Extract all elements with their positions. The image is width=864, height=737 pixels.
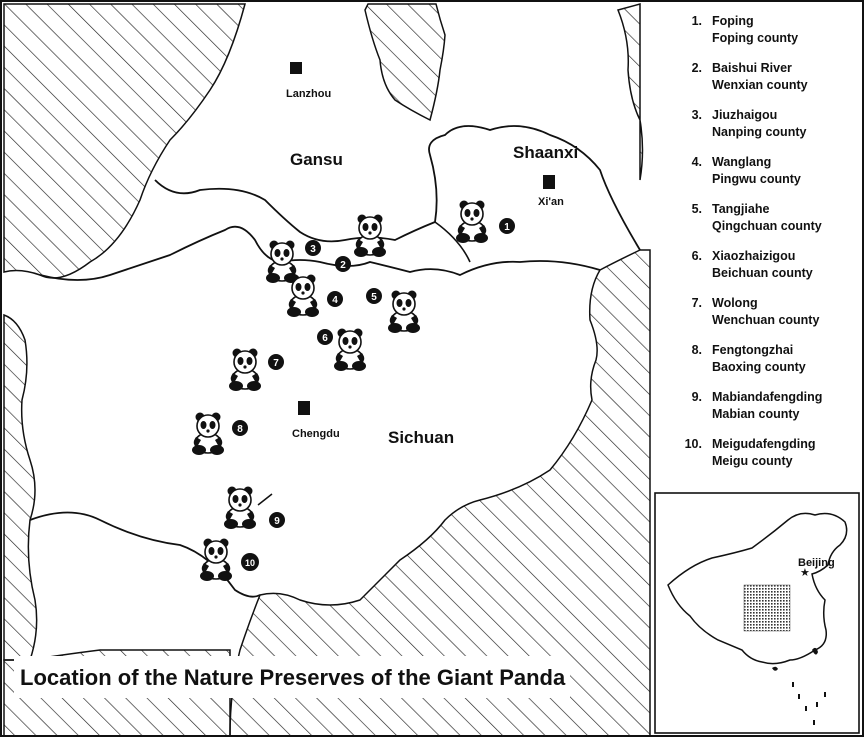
svg-text:4: 4 [332,295,338,306]
legend-reserve-name: Wolong [712,296,758,310]
map-title: Location of the Nature Preserves of the … [20,665,566,690]
legend-reserve-name: Xiaozhaizigou [712,249,796,263]
legend-number: 1. [691,14,702,28]
legend-county-name: Pingwu county [712,172,801,186]
legend-reserve-name: Wanglang [712,155,772,169]
reserve-marker-6: 6 [317,327,367,372]
reserve-marker-5: 5 [366,288,421,334]
legend-reserve-name: Tangjiahe [712,202,770,216]
legend-reserve-name: Mabiandafengding [712,390,823,404]
legend-county-name: Meigu county [712,454,793,468]
legend-county-name: Wenxian county [712,78,808,92]
svg-text:10: 10 [245,558,255,568]
legend-reserve-name: Jiuzhaigou [712,108,778,122]
hatched-region-east [229,249,651,737]
inset-taiwan-island [812,647,818,655]
reserve-marker-1: 1 [455,199,515,244]
legend-number: 3. [691,108,702,122]
city-label-lanzhou: Lanzhou [286,88,331,100]
inset-study-area [743,584,791,632]
legend-county-name: Nanping county [712,125,807,139]
city-marker-lanzhou [290,62,302,74]
svg-text:5: 5 [371,292,377,303]
border-gansu [154,125,641,251]
svg-text:3: 3 [310,244,316,255]
inset-city-label-beijing: Beijing [798,557,835,569]
svg-text:8: 8 [237,424,243,435]
legend-number: 7. [691,296,702,310]
legend-number: 8. [691,343,702,357]
reserve-marker-8: 8 [191,411,248,456]
legend-county-name: Wenchuan county [712,313,820,327]
province-label-shaanxi: Shaanxi [513,143,578,162]
border-sichuan-north [39,225,601,281]
legend-county-name: Mabian county [712,407,800,421]
reserve-marker-9: 9 [223,485,285,530]
border-sichuan-south [29,511,261,598]
inset-south-sea-islands [792,682,826,725]
legend-reserve-name: Baishui River [712,61,792,75]
city-marker-chengdu [298,401,310,415]
reserve-marker-2: 2 [335,213,387,272]
hatched-region-northeast [616,3,644,181]
inset-hainan-island [772,666,778,671]
city-label-chengdu: Chengdu [292,428,340,440]
reserve-marker-3: 3 [265,239,321,284]
inset-map-china: ★ Beijing [654,492,860,734]
svg-text:2: 2 [340,260,346,271]
main-map: Location of the Nature Preserves of the … [3,3,651,737]
legend-county-name: Foping county [712,31,799,45]
hatched-region-west [3,313,38,661]
legend-county-name: Beichuan county [712,266,813,280]
svg-text:6: 6 [322,333,328,344]
inset-china-outline [667,512,848,665]
legend-number: 5. [691,202,702,216]
legend-number: 6. [691,249,702,263]
legend-reserve-name: Foping [712,14,754,28]
title-band [14,656,570,698]
inset-star-icon: ★ [800,567,810,579]
city-marker-xian [543,175,555,189]
province-label-gansu: Gansu [290,150,343,169]
legend-number: 10. [684,437,702,451]
city-label-xian: Xi'an [538,196,564,208]
legend-number: 2. [691,61,702,75]
legend-number: 9. [691,390,702,404]
svg-text:9: 9 [274,516,280,527]
province-label-sichuan: Sichuan [388,428,454,447]
legend-county-name: Qingchuan county [712,219,822,233]
reserve-marker-7: 7 [228,347,284,392]
reserve-marker-4: 4 [286,273,343,318]
legend-county-name: Baoxing county [712,360,806,374]
legend-number: 4. [691,155,702,169]
legend-reserve-name: Fengtongzhai [712,343,794,357]
legend-reserve-name: Meigudafengding [712,437,816,451]
svg-text:1: 1 [504,222,510,233]
svg-text:7: 7 [273,358,279,369]
reserve-marker-10: 10 [199,537,259,582]
border-shaanxi-west [434,221,471,263]
hatched-region-north-strip [364,3,446,122]
